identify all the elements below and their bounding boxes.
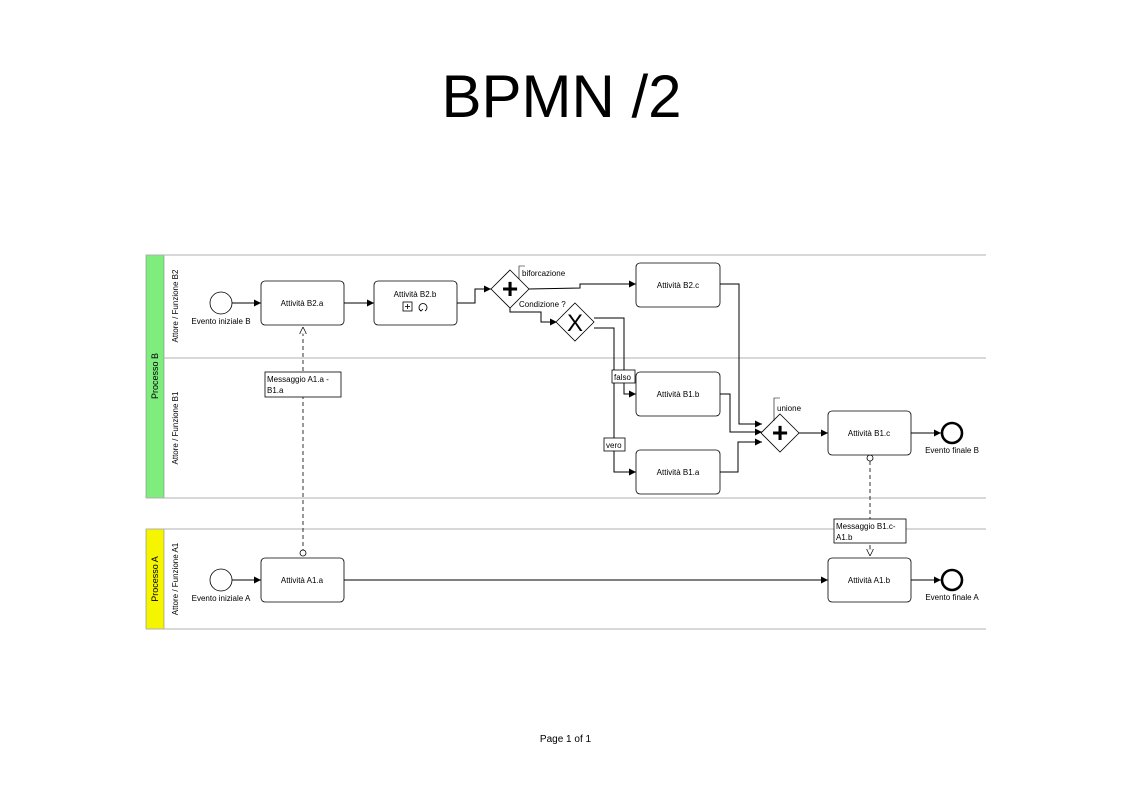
task-a1a[interactable]: Attività A1.a <box>260 557 345 603</box>
flow-fork-b2c <box>528 280 636 290</box>
task-b2c[interactable]: Attività B2.c <box>635 262 721 308</box>
end-event-b[interactable]: Evento finale B <box>925 421 979 455</box>
task-b1b[interactable]: Attività B1.b <box>635 371 721 417</box>
message-origin-a1a <box>299 549 307 557</box>
svg-text:Evento iniziale B: Evento iniziale B <box>191 317 250 326</box>
task-b1a[interactable]: Attività B1.a <box>635 449 721 495</box>
pool-b-label: Processo B <box>150 353 160 399</box>
flow-b2c-join <box>720 283 762 428</box>
flow-condition-b1a <box>594 327 636 476</box>
svg-text:Attività B2.a: Attività B2.a <box>281 299 324 308</box>
end-event-a[interactable]: Evento finale A <box>925 568 979 602</box>
svg-text:Messaggio B1.c-: Messaggio B1.c- <box>836 522 896 531</box>
sequence-flows <box>232 280 941 584</box>
task-a1b[interactable]: Attività A1.b <box>827 557 912 603</box>
svg-text:Attività A1.b: Attività A1.b <box>848 576 891 585</box>
loop-marker-icon <box>418 303 428 312</box>
flow-b1a-join <box>720 438 762 473</box>
start-event-b[interactable]: Evento iniziale B <box>191 291 251 326</box>
page-footer: Page 1 of 1 <box>539 734 592 745</box>
gateway-condition[interactable]: X Condizione ? <box>519 300 595 342</box>
page-title: BPMN /2 <box>441 63 682 130</box>
start-event-a[interactable]: Evento iniziale A <box>192 568 251 603</box>
plus-icon: + <box>772 417 788 448</box>
lane-b2-label: Attore / Funzione B2 <box>171 269 180 342</box>
flow-condition-b1b <box>594 317 636 398</box>
gateway-fork[interactable]: + biforcazione <box>490 265 566 309</box>
plus-icon: + <box>502 273 518 304</box>
flow-fork-condition <box>509 308 557 326</box>
flow-label-false: falso <box>611 369 636 384</box>
gateway-join-label: unione <box>777 404 802 413</box>
svg-text:vero: vero <box>606 441 622 450</box>
svg-text:Evento iniziale A: Evento iniziale A <box>192 594 251 603</box>
svg-text:Evento finale B: Evento finale B <box>925 446 979 455</box>
svg-text:Attività B2.b: Attività B2.b <box>394 290 437 299</box>
svg-text:Evento finale A: Evento finale A <box>925 593 979 602</box>
pool-a: Processo A Attore / Funzione A1 <box>145 528 986 630</box>
subprocess-marker-icon <box>402 301 413 312</box>
pool-a-label: Processo A <box>150 556 160 602</box>
svg-text:Messaggio A1.a -: Messaggio A1.a - <box>267 375 329 384</box>
task-b2b[interactable]: Attività B2.b <box>373 280 458 326</box>
gateway-fork-label: biforcazione <box>522 269 566 278</box>
flow-b2b-fork <box>457 285 491 304</box>
exclusive-x-icon: X <box>567 310 583 337</box>
task-b2a[interactable]: Attività B2.a <box>260 280 345 326</box>
svg-text:Attività B2.c: Attività B2.c <box>657 281 699 290</box>
message-label-b1c-a1b: Messaggio B1.c- A1.b <box>833 518 907 544</box>
lane-b1-label: Attore / Funzione B1 <box>171 391 180 464</box>
flow-label-true: vero <box>603 437 626 452</box>
gateway-join[interactable]: + unione <box>760 397 802 453</box>
svg-text:falso: falso <box>614 373 631 382</box>
pool-b: Processo B Attore / Funzione B2 Attore /… <box>145 254 986 499</box>
svg-text:B1.a: B1.a <box>267 386 284 395</box>
flow-b1b-join <box>720 393 762 436</box>
svg-text:A1.b: A1.b <box>836 533 853 542</box>
task-b1c[interactable]: Attività B1.c <box>827 410 912 456</box>
svg-text:Attività B1.b: Attività B1.b <box>657 390 700 399</box>
message-origin-b1c <box>866 454 874 462</box>
gateway-condition-label: Condizione ? <box>519 300 566 309</box>
svg-text:Attività B1.a: Attività B1.a <box>657 468 700 477</box>
lane-a1-label: Attore / Funzione A1 <box>171 542 180 615</box>
svg-text:Attività B1.c: Attività B1.c <box>848 429 890 438</box>
svg-text:Attività A1.a: Attività A1.a <box>281 576 324 585</box>
message-label-a1a-b1a: Messaggio A1.a - B1.a <box>264 371 342 398</box>
